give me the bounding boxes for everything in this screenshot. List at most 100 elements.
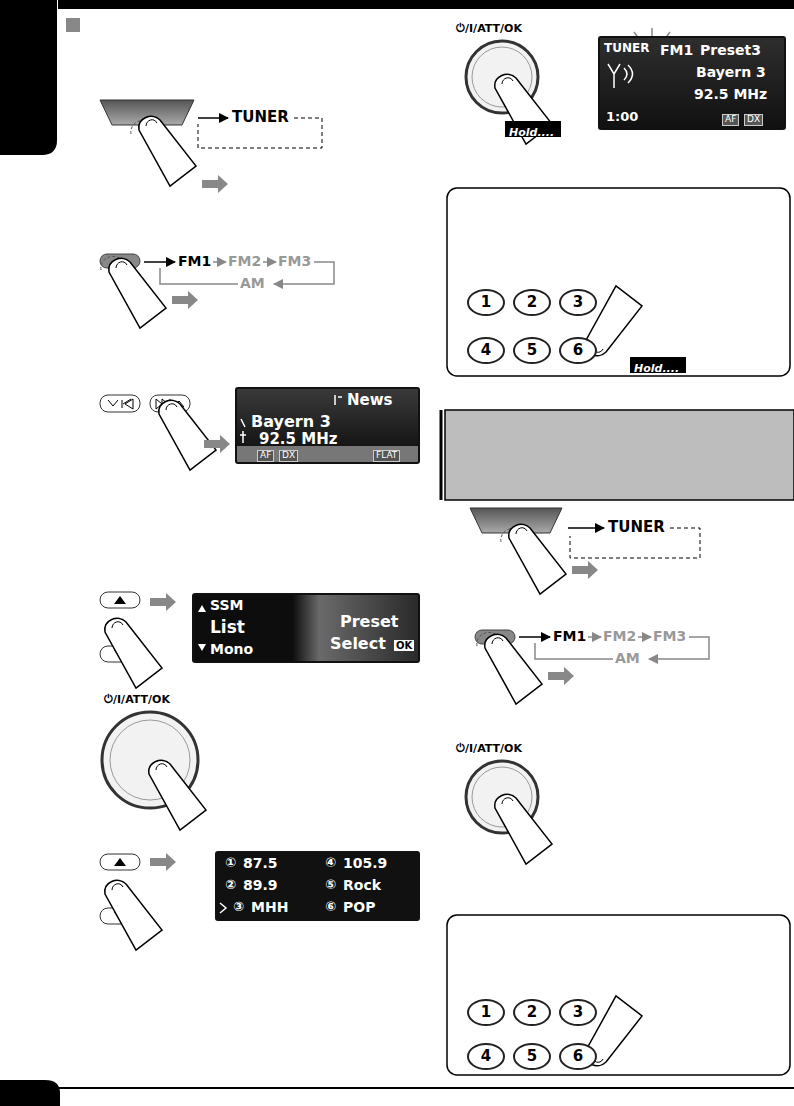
display-text: 92.5 MHz	[694, 87, 767, 102]
illustration-rect	[445, 410, 794, 500]
illustration-use	[139, 116, 196, 186]
illustration-line	[263, 261, 276, 263]
sequence-label: AM	[615, 651, 640, 666]
display-text: 87.5	[243, 856, 278, 871]
sequence-label: FM1	[553, 629, 586, 644]
sequence-label: TUNER	[608, 519, 665, 536]
illustration-use	[149, 760, 206, 830]
hold-tag: Hold....	[505, 121, 561, 137]
sequence-label: FM3	[653, 629, 686, 644]
display-icon	[220, 903, 226, 913]
display-text: POP	[343, 900, 375, 915]
illustration-path	[108, 399, 133, 409]
button-number: 5	[527, 342, 537, 359]
illustration-use	[572, 561, 598, 579]
illustration-use	[485, 634, 542, 704]
arrow-icon	[198, 644, 206, 651]
illustration-rect	[100, 395, 140, 412]
preset-button: 3	[559, 999, 597, 1026]
display-text: ⑤	[325, 878, 336, 892]
preset-button: 3	[559, 289, 597, 316]
display-text: Bayern 3	[251, 413, 331, 431]
display-text: Preset	[340, 613, 399, 631]
button-number: 6	[573, 342, 583, 359]
preset-button: 2	[513, 999, 551, 1026]
illustration-use	[204, 435, 230, 453]
illustration-use	[150, 853, 176, 871]
preset-store-display: TUNERFM1Preset3Bayern 392.5 MHz1:00AFDX	[598, 36, 786, 130]
illustration-rect	[447, 188, 790, 376]
display-text: 89.9	[243, 878, 278, 893]
button-number: 5	[527, 1048, 537, 1065]
illustration-path	[160, 268, 238, 284]
display-text: News	[347, 392, 393, 409]
button-number: 6	[573, 1048, 583, 1065]
illustration-path	[114, 596, 126, 604]
sequence-label: FM3	[278, 254, 311, 269]
display-text: List	[210, 618, 245, 637]
illustration-path	[0, 1080, 60, 1106]
illustration-line	[519, 636, 550, 638]
button-number: 4	[481, 1048, 491, 1065]
illustration-rect	[58, 0, 794, 9]
preset-button: 1	[467, 999, 505, 1026]
illustration-path	[0, 0, 57, 155]
button-number: 3	[573, 1004, 583, 1021]
button-number: 2	[527, 294, 537, 311]
illustration-rect	[66, 18, 80, 32]
display-text: DX	[279, 450, 298, 462]
illustration-use	[548, 667, 574, 685]
display-text: Preset3	[700, 43, 761, 58]
illustration-line	[440, 410, 443, 500]
illustration-line	[198, 117, 228, 119]
illustration-rect	[447, 915, 790, 1075]
display-text: ②	[225, 878, 236, 892]
illustration-line	[58, 1087, 794, 1089]
illustration-use	[150, 593, 176, 611]
display-text: DX	[744, 114, 763, 126]
control-label: ⏻/I/ATT/OK	[456, 23, 522, 35]
control-label: ⏻/I/ATT/OK	[456, 743, 522, 755]
illustration-line	[144, 261, 175, 263]
preset-button: 5	[513, 337, 551, 364]
display-text: OK	[394, 640, 414, 651]
illustration-rect	[100, 854, 140, 870]
preset-button: 4	[467, 337, 505, 364]
preset-button: 2	[513, 289, 551, 316]
preset-button: 6	[559, 1043, 597, 1070]
button-number: 1	[481, 1004, 491, 1021]
hold-tag: Hold....	[630, 357, 686, 373]
display-text: FM1	[660, 43, 693, 58]
display-text: 105.9	[343, 856, 387, 871]
display-text: 1:00	[606, 110, 638, 124]
display-text: 92.5 MHz	[259, 431, 337, 448]
display-text: Rock	[343, 878, 381, 893]
display-text: MHH	[251, 900, 288, 915]
illustration-path	[535, 643, 613, 659]
illustration-line	[638, 636, 651, 638]
control-label: ⏻/I/ATT/OK	[104, 694, 170, 706]
display-text: ⑥	[325, 900, 336, 914]
sequence-label: FM2	[603, 629, 636, 644]
display-text: Bayern 3	[696, 65, 766, 80]
illustration-line	[588, 636, 601, 638]
preset-button: 4	[467, 1043, 505, 1070]
illustration-line	[568, 527, 604, 529]
display-text: AF	[722, 114, 739, 126]
button-number: 1	[481, 294, 491, 311]
display-text: AF	[257, 450, 274, 462]
illustration-line	[213, 261, 226, 263]
button-number: 4	[481, 342, 491, 359]
arrow-icon	[198, 605, 206, 612]
sequence-label: AM	[240, 276, 265, 291]
lcd-display: NewsBayern 392.5 MHzAF DX FLAT	[235, 387, 420, 464]
display-text: FLAT	[373, 450, 400, 462]
display-text: SSM	[210, 598, 243, 613]
illustration-path	[114, 858, 126, 866]
hold-label: Hold....	[505, 126, 558, 140]
display-text: ①	[225, 856, 236, 870]
illustration-use	[509, 524, 566, 594]
illustration-use	[202, 175, 228, 193]
sequence-label: FM1	[178, 254, 211, 269]
